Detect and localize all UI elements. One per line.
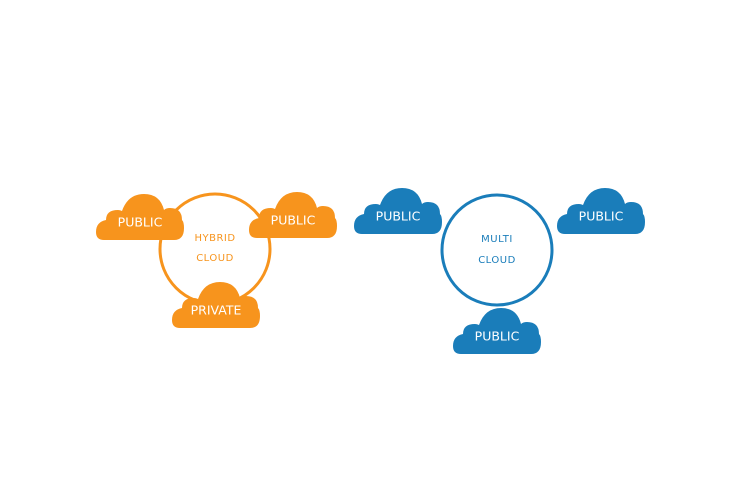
hybrid-cloud-group: HYBRID CLOUD PUBLIC PUBLIC PRIVATE — [96, 192, 337, 328]
hybrid-public-cloud-right[interactable]: PUBLIC — [249, 192, 337, 238]
multi-hub-circle — [440, 193, 554, 307]
cloud-label: PUBLIC — [579, 209, 624, 224]
multi-public-cloud-right[interactable]: PUBLIC — [557, 188, 645, 234]
cloud-label: PUBLIC — [376, 209, 421, 224]
cloud-label: PUBLIC — [271, 213, 316, 228]
hybrid-hub-label-line2: CLOUD — [196, 253, 234, 264]
hybrid-private-cloud[interactable]: PRIVATE — [172, 282, 260, 328]
hybrid-public-cloud-left[interactable]: PUBLIC — [96, 194, 184, 240]
hybrid-hub-label-line1: HYBRID — [194, 233, 235, 244]
multi-hub-label-line1: MULTI — [481, 234, 513, 245]
cloud-label: PUBLIC — [475, 329, 520, 344]
multi-cloud-group: MULTI CLOUD PUBLIC PUBLIC PUBLIC — [354, 188, 645, 354]
multi-public-cloud-bottom[interactable]: PUBLIC — [453, 308, 541, 354]
multi-public-cloud-left[interactable]: PUBLIC — [354, 188, 442, 234]
cloud-label: PUBLIC — [118, 215, 163, 230]
cloud-label: PRIVATE — [191, 303, 242, 318]
multi-hub-label-line2: CLOUD — [478, 255, 516, 266]
